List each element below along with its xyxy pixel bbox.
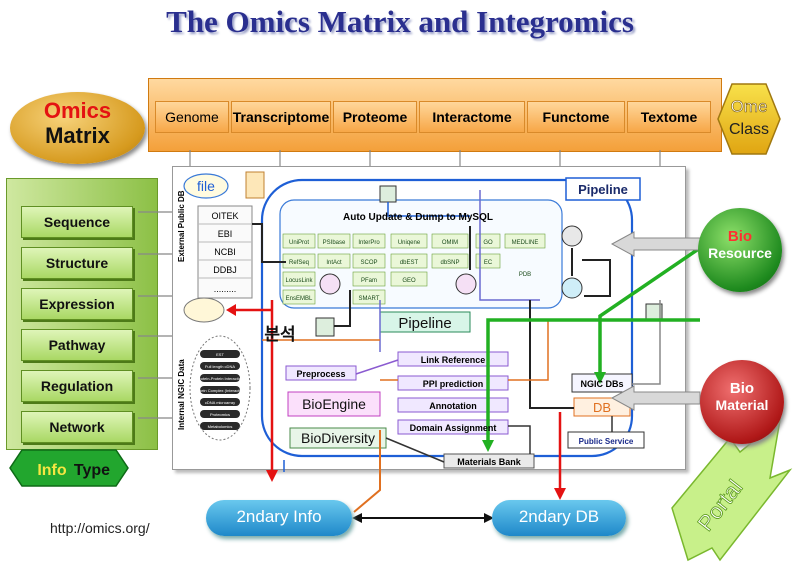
ome-item-transcriptome: Transcriptome bbox=[231, 101, 331, 133]
ome-item-genome: Genome bbox=[155, 101, 229, 133]
db-label: DB bbox=[593, 400, 611, 415]
biodiversity-label: BioDiversity bbox=[301, 430, 375, 446]
internal-item-1: Full length cDNA bbox=[205, 364, 235, 369]
db-intact: IntAct bbox=[326, 260, 342, 266]
ngic-dbs-label: NGIC DBs bbox=[580, 379, 623, 389]
omics-matrix-line1: Omics bbox=[43, 98, 112, 123]
db-refseq: RefSeq bbox=[289, 260, 309, 266]
analysis-label: 분석 bbox=[264, 325, 295, 344]
bio-material-line2: Material bbox=[715, 397, 769, 413]
bio-material-line1: Bio bbox=[729, 380, 755, 397]
info-type-regulation: Regulation bbox=[21, 370, 133, 402]
external-db-label: External Public DB bbox=[177, 190, 186, 262]
internal-item-3: Protein Complex (Interaction) bbox=[194, 388, 247, 393]
db-uniprot: UniProt bbox=[289, 240, 309, 246]
omics-matrix-line2: Matrix bbox=[45, 123, 110, 148]
db-more: ......... bbox=[214, 284, 237, 294]
ome-bar: Genome Transcriptome Proteome Interactom… bbox=[148, 78, 722, 152]
ome-item-functome: Functome bbox=[527, 101, 625, 133]
db-oitek: OITEK bbox=[211, 211, 238, 221]
internal-item-2: Protein-Protein Interaction bbox=[197, 376, 243, 381]
db-psibase: PSIbase bbox=[323, 240, 346, 246]
auto-update-label: Auto Update & Dump to MySQL bbox=[343, 212, 493, 223]
db-omim: OMIM bbox=[442, 240, 458, 246]
db-locuslink: LocusLink bbox=[285, 278, 313, 284]
info-type-part2: Type bbox=[74, 462, 110, 479]
annotation-label: Annotation bbox=[429, 401, 477, 411]
info-type-column: Sequence Structure Expression Pathway Re… bbox=[6, 178, 158, 450]
bio-material-ball: Bio Material bbox=[700, 360, 784, 444]
omics-matrix-badge: Omics Matrix bbox=[10, 92, 145, 164]
ome-item-proteome: Proteome bbox=[333, 101, 417, 133]
internal-item-4: cDNA microarray bbox=[205, 400, 235, 405]
internal-item-5: Proteomics bbox=[210, 412, 230, 417]
info-type-structure: Structure bbox=[21, 247, 133, 279]
materials-bank-label: Materials Bank bbox=[457, 457, 522, 467]
pipeline-top-label: Pipeline bbox=[578, 182, 628, 197]
db-smart: SMART bbox=[359, 296, 380, 302]
bio-resource-ball: Bio Resource bbox=[698, 208, 782, 292]
bio-resource-line1: Bio bbox=[727, 228, 753, 245]
db-ncbi: NCBI bbox=[214, 247, 236, 257]
link-reference-label: Link Reference bbox=[421, 355, 486, 365]
info-type-expression: Expression bbox=[21, 288, 133, 320]
domain-assignment-label: Domain Assignment bbox=[410, 423, 497, 433]
internal-item-6: Metabolomics bbox=[208, 424, 233, 429]
bio-resource-line2: Resource bbox=[708, 245, 772, 261]
db-medline: MEDLINE bbox=[512, 240, 539, 246]
info-type-sequence: Sequence bbox=[21, 206, 133, 238]
info-type-pathway: Pathway bbox=[21, 329, 133, 361]
db-ddbj: DDBJ bbox=[213, 265, 237, 275]
preprocess-label: Preprocess bbox=[296, 369, 345, 379]
public-service-label: Public Service bbox=[579, 437, 634, 446]
ppi-prediction-label: PPI prediction bbox=[423, 379, 484, 389]
internal-db-label: Internal NGIC Data bbox=[177, 359, 186, 430]
info-type-part1: Info bbox=[37, 462, 67, 479]
info-type-hexagon: Info Type bbox=[9, 449, 129, 487]
db-interpro: InterPro bbox=[358, 240, 380, 246]
info-type-network: Network bbox=[21, 411, 133, 443]
db-dbsnp: dbSNP bbox=[440, 260, 459, 266]
db-pfam: PFam bbox=[361, 278, 377, 284]
source-url: http://omics.org/ bbox=[50, 520, 150, 536]
file-label: file bbox=[197, 178, 215, 194]
page-title: The Omics Matrix and Integromics bbox=[166, 4, 634, 39]
db-dbest: dbEST bbox=[400, 260, 419, 266]
ome-class-line2: Class bbox=[729, 121, 769, 138]
db-go: GO bbox=[483, 240, 493, 246]
ome-item-textome: Textome bbox=[627, 101, 711, 133]
db-ec: EC bbox=[484, 260, 493, 266]
db-geo: GEO bbox=[402, 278, 416, 284]
db-ensembl: EnsEMBL bbox=[286, 296, 313, 302]
db-scop: SCOP bbox=[360, 260, 377, 266]
secondary-db-pill: 2ndary DB bbox=[492, 500, 626, 536]
db-pdb: PDB bbox=[519, 272, 531, 278]
pipeline-mid-label: Pipeline bbox=[398, 315, 451, 332]
ome-class-hexagon: Ome Class bbox=[717, 83, 781, 155]
ome-class-line1: Ome bbox=[731, 97, 768, 116]
secondary-info-pill: 2ndary Info bbox=[206, 500, 352, 536]
ome-item-interactome: Interactome bbox=[419, 101, 525, 133]
internal-item-0: EST bbox=[216, 352, 224, 357]
bioengine-label: BioEngine bbox=[302, 396, 366, 412]
db-uniqene: Uniqene bbox=[398, 240, 421, 246]
db-ebi: EBI bbox=[218, 229, 233, 239]
